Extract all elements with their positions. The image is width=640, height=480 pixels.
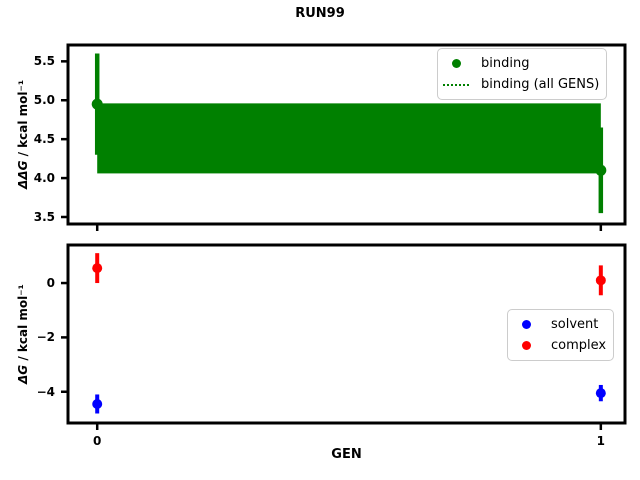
legend-entry: binding	[443, 53, 599, 74]
data-point-binding-gen0	[91, 98, 103, 110]
legend-entry: complex	[513, 335, 606, 356]
y-tick-label: 3.5	[33, 209, 55, 224]
x-tick-label: 0	[93, 434, 102, 448]
y-tick-label: 0	[46, 276, 55, 291]
figure-title: RUN99	[295, 6, 345, 21]
binding-legend: binding binding (all GENS)	[437, 48, 608, 100]
dot-icon	[451, 59, 461, 68]
legend-dot-marker	[513, 341, 539, 350]
y-tick-label: −2	[36, 330, 55, 345]
legend-dot-marker	[513, 320, 539, 329]
y-tick-label: 5.0	[33, 93, 55, 108]
data-point-solvent-gen1	[595, 388, 606, 399]
legend-label: complex	[551, 337, 607, 353]
y-tick-label: 4.0	[33, 171, 55, 186]
legend-dot-marker	[443, 59, 469, 68]
uncertainty-band	[97, 103, 601, 174]
legend-entry: binding (all GENS)	[443, 74, 599, 95]
legend-label: binding (all GENS)	[481, 76, 600, 92]
axes-spines	[66, 243, 627, 425]
bottom-ylabel-units: / kcal mol⁻¹	[16, 284, 30, 365]
xlabel-gen: GEN	[331, 447, 362, 462]
legend-dotted-line-marker	[443, 83, 469, 86]
legend-entry: solvent	[513, 314, 606, 335]
y-tick-label: 4.5	[33, 132, 55, 147]
x-tick-label: 1	[596, 434, 605, 448]
dot-icon	[521, 320, 531, 329]
dotted-line-icon	[443, 83, 469, 86]
data-point-binding-gen1	[595, 164, 607, 176]
data-point-solvent-gen0	[92, 398, 103, 409]
legend-label: solvent	[551, 316, 599, 332]
solvent-complex-legend: solvent complex	[507, 309, 615, 361]
y-tick-label: 5.5	[33, 54, 55, 69]
bottom-ylabel-symbol: ΔG	[16, 364, 30, 384]
dot-icon	[521, 341, 531, 350]
axes-spines	[66, 43, 627, 226]
y-tick-label: −4	[36, 384, 55, 399]
data-point-complex-gen0	[92, 263, 103, 274]
legend-label: binding	[481, 55, 530, 71]
data-point-complex-gen1	[595, 275, 606, 286]
